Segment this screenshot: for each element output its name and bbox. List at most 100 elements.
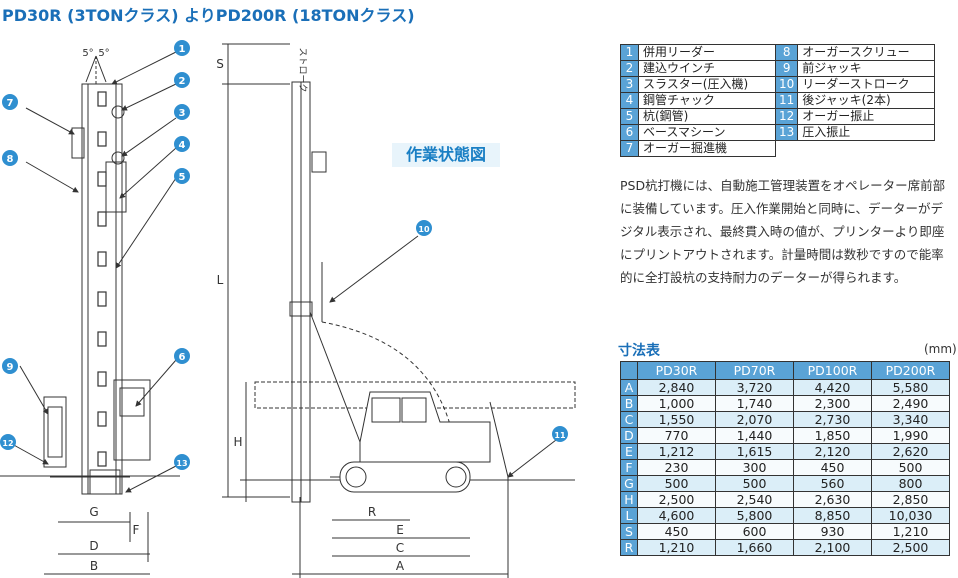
corner-cell: [620, 361, 638, 380]
part-number: 7: [620, 140, 639, 157]
row-key: S: [620, 523, 638, 540]
table-cell: 1,210: [637, 539, 716, 556]
callout-11: 11: [552, 426, 568, 442]
table-cell: 1,000: [637, 395, 716, 412]
column-header: PD30R: [637, 361, 716, 380]
row-key: F: [620, 459, 638, 476]
part-number: 2: [620, 60, 639, 77]
svg-text:11: 11: [554, 431, 566, 440]
callout-4: 4: [174, 136, 190, 152]
table-cell: 1,615: [715, 443, 794, 460]
svg-text:10: 10: [418, 225, 430, 234]
part-label: リーダーストローク: [797, 76, 936, 93]
part-number: 8: [774, 44, 799, 61]
part-label: 後ジャッキ(2本): [797, 92, 936, 109]
table-cell: 1,212: [637, 443, 716, 460]
dim-label-e: E: [396, 523, 404, 537]
empty-cell: [776, 141, 935, 157]
part-label: 併用リーダー: [638, 44, 776, 61]
table-cell: 1,740: [715, 395, 794, 412]
dim-label-l: L: [217, 273, 224, 287]
table-cell: 1,660: [715, 539, 794, 556]
callout-12: 12: [0, 434, 16, 450]
svg-text:2: 2: [179, 76, 186, 87]
table-cell: 1,440: [715, 427, 794, 444]
table-cell: 1,990: [871, 427, 950, 444]
table-cell: 500: [715, 475, 794, 492]
svg-text:7: 7: [7, 98, 14, 109]
part-label: 圧入振止: [797, 124, 936, 141]
table-cell: 1,210: [871, 523, 950, 540]
table-cell: 4,600: [637, 507, 716, 524]
callout-3: 3: [174, 104, 190, 120]
table-cell: 3,340: [871, 411, 950, 428]
part-number: 11: [774, 92, 799, 109]
table-cell: 2,850: [871, 491, 950, 508]
part-label: 建込ウインチ: [638, 60, 776, 77]
table-cell: 2,730: [793, 411, 872, 428]
part-number: 4: [620, 92, 639, 109]
table-cell: 500: [637, 475, 716, 492]
table-cell: 600: [715, 523, 794, 540]
column-header: PD70R: [715, 361, 794, 380]
callout-9: 9: [2, 358, 18, 374]
svg-text:8: 8: [7, 154, 14, 165]
table-cell: 1,550: [637, 411, 716, 428]
table-cell: 4,420: [793, 379, 872, 396]
svg-text:12: 12: [2, 439, 13, 448]
svg-text:6: 6: [179, 352, 186, 363]
table-cell: 2,490: [871, 395, 950, 412]
table-cell: 5,580: [871, 379, 950, 396]
callout-13: 13: [174, 454, 190, 470]
svg-text:5: 5: [179, 172, 186, 183]
table-cell: 800: [871, 475, 950, 492]
table-cell: 2,500: [871, 539, 950, 556]
dim-label-d: D: [89, 539, 98, 553]
part-label: スラスター(圧入機): [638, 76, 776, 93]
table-cell: 2,120: [793, 443, 872, 460]
table-cell: 2,840: [637, 379, 716, 396]
part-number: 1: [620, 44, 639, 61]
table-cell: 3,720: [715, 379, 794, 396]
part-label: 杭(鋼管): [638, 108, 776, 125]
part-number: 3: [620, 76, 639, 93]
row-key: C: [620, 411, 638, 428]
column-header: PD200R: [871, 361, 950, 380]
part-label: オーガー掘進機: [638, 140, 776, 157]
callout-7: 7: [2, 94, 18, 110]
description-text: PSD杭打機には、自動施工管理装置をオペレーター席前部に装備しています。圧入作業…: [620, 178, 946, 285]
part-number: 12: [774, 108, 799, 125]
dim-label-s: S: [216, 57, 224, 71]
svg-text:13: 13: [176, 459, 187, 468]
part-label: 前ジャッキ: [797, 60, 936, 77]
callout-5: 5: [174, 168, 190, 184]
stroke-label: ストローク: [297, 47, 308, 92]
dimension-unit: (mm): [924, 342, 957, 356]
dimension-table-title: 寸法表: [618, 343, 660, 359]
table-header-row: PD30R PD70R PD100R PD200R: [620, 361, 950, 380]
table-cell: 8,850: [793, 507, 872, 524]
svg-text:3: 3: [179, 108, 186, 119]
part-label: オーガー振止: [797, 108, 936, 125]
svg-text:1: 1: [179, 44, 186, 55]
part-label: オーガースクリュー: [797, 44, 936, 61]
part-label: ベースマシーン: [638, 124, 776, 141]
table-cell: 230: [637, 459, 716, 476]
angle-label-left: 5°: [82, 48, 93, 59]
table-cell: 1,850: [793, 427, 872, 444]
dim-label-c: C: [396, 541, 404, 555]
dim-label-f: F: [133, 523, 140, 537]
part-number: 5: [620, 108, 639, 125]
